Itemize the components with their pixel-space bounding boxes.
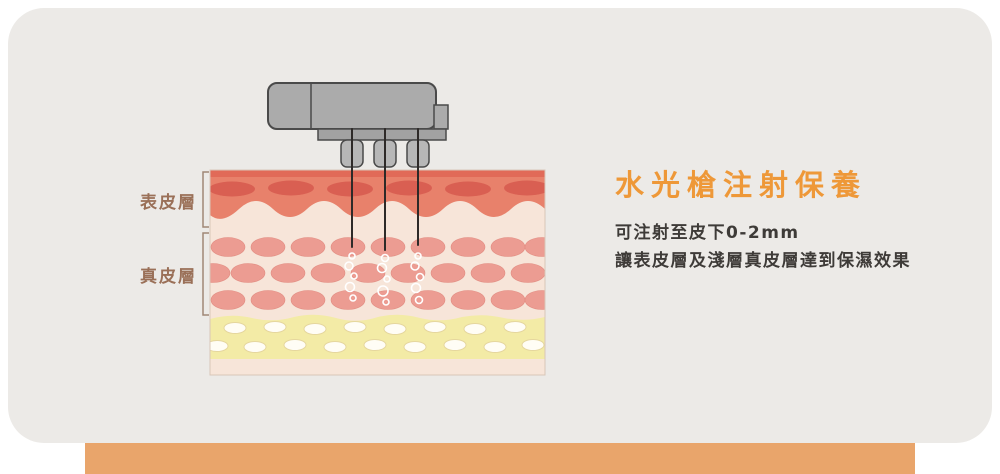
epidermis-bracket: [202, 171, 209, 228]
injection-droplets: [344, 252, 425, 306]
description-line-1: 可注射至皮下0-2mm: [615, 222, 800, 243]
dermis-bracket: [202, 232, 209, 316]
epidermis-label: 表皮層: [140, 193, 197, 213]
epidermis-top-edge: [210, 170, 545, 177]
info-text-block: 水光槍注射保養 可注射至皮下0-2mm 讓表皮層及淺層真皮層達到保濕效果: [615, 168, 975, 275]
skin-diagram: 表皮層 真皮層: [125, 75, 560, 380]
description-line-2: 讓表皮層及淺層真皮層達到保濕效果: [615, 250, 911, 271]
skin-layers: [209, 169, 546, 376]
epidermis-cells: [210, 180, 545, 197]
injector-device: [267, 82, 449, 168]
layer-brackets: [202, 171, 209, 316]
dermis-cells: [210, 237, 545, 310]
dermis-label: 真皮層: [140, 267, 197, 287]
skin-diagram-svg: [202, 82, 546, 376]
card-background: 表皮層 真皮層 水光槍注射保養 可注射至皮下0-2mm 讓表皮層及淺層真皮層達到…: [8, 8, 992, 443]
fat-cells: [210, 321, 545, 353]
page-title: 水光槍注射保養: [615, 168, 868, 202]
skin-block-outline: [209, 169, 546, 376]
device-plate: [317, 128, 447, 141]
needles: [351, 128, 419, 251]
footer-accent-bar: [85, 443, 915, 474]
